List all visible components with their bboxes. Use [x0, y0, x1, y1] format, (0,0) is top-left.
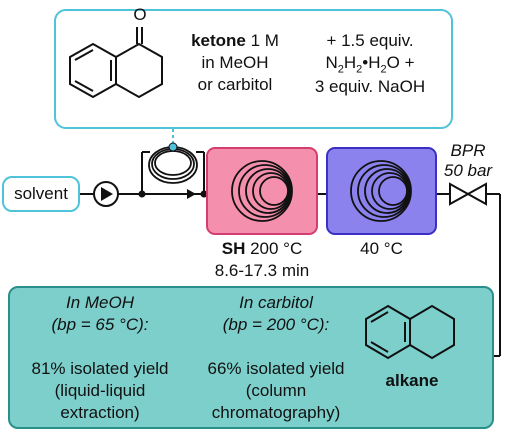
formula-part: N	[325, 53, 338, 72]
additive-line-1: + 1.5 equiv.	[326, 31, 414, 50]
reactor-1-bold: SH	[221, 239, 246, 258]
mixer-point	[168, 142, 178, 152]
ketone-line: ketone 1 M	[170, 30, 300, 52]
reactor-1-coil-icon	[231, 160, 293, 222]
results-box	[8, 286, 494, 429]
flow-arrow	[187, 189, 196, 199]
solvent-label: solvent	[14, 184, 68, 203]
carbitol-method-2: chromatography)	[211, 403, 341, 422]
ketone-conc: 1 M	[245, 31, 279, 50]
junction-dot	[138, 190, 146, 198]
reactor-1-time: 8.6-17.3 min	[214, 261, 310, 280]
additive-line-3: 3 equiv. NaOH	[314, 77, 426, 96]
solvent-line-2: or carbitol	[197, 75, 273, 94]
meoh-yield: 81% isolated yield	[31, 359, 169, 378]
meoh-method-2: extraction)	[60, 403, 140, 422]
formula-part: O +	[386, 53, 415, 72]
meoh-title: In MeOH	[65, 293, 135, 312]
carbitol-method-1: (column	[245, 381, 307, 400]
solvent-line-1: in MeOH	[201, 53, 269, 72]
formula-part: •H	[362, 53, 381, 72]
bpr-pressure: 50 bar	[443, 161, 493, 180]
carbitol-yield: 66% isolated yield	[207, 359, 345, 378]
junction-dot	[200, 190, 208, 198]
meoh-bp: (bp = 65 °C):	[51, 315, 149, 334]
reagent-box	[54, 9, 453, 129]
formula-sub: 2	[380, 63, 387, 76]
meoh-method-1: (liquid-liquid	[54, 381, 146, 400]
ketone-structure	[69, 27, 163, 99]
alkane-structure	[365, 304, 455, 360]
formula-sub: 2	[337, 63, 344, 76]
bpr-label: BPR	[450, 141, 486, 160]
reactor-2-coil-icon	[350, 160, 412, 222]
reactor-1-temp-label: SH 200 °C	[202, 238, 322, 260]
ketone-bold: ketone	[191, 31, 246, 50]
reactor-2	[326, 147, 437, 235]
carbitol-title: In carbitol	[239, 293, 313, 312]
reactor-1	[206, 147, 318, 235]
solvent-box: solvent	[2, 176, 80, 212]
pump-icon	[93, 181, 119, 207]
product-label: alkane	[385, 371, 439, 390]
formula-sub: 2	[356, 63, 363, 76]
ketone-oxygen-label: O	[133, 5, 147, 24]
formula-part: H	[343, 53, 357, 72]
carbitol-bp: (bp = 200 °C):	[222, 315, 330, 334]
bpr-valve-icon	[449, 182, 487, 206]
additive-line-2: N2H2•H2O +	[300, 52, 440, 80]
reactor-1-temp: 200 °C	[245, 239, 303, 258]
reactor-2-temp: 40 °C	[360, 239, 403, 258]
